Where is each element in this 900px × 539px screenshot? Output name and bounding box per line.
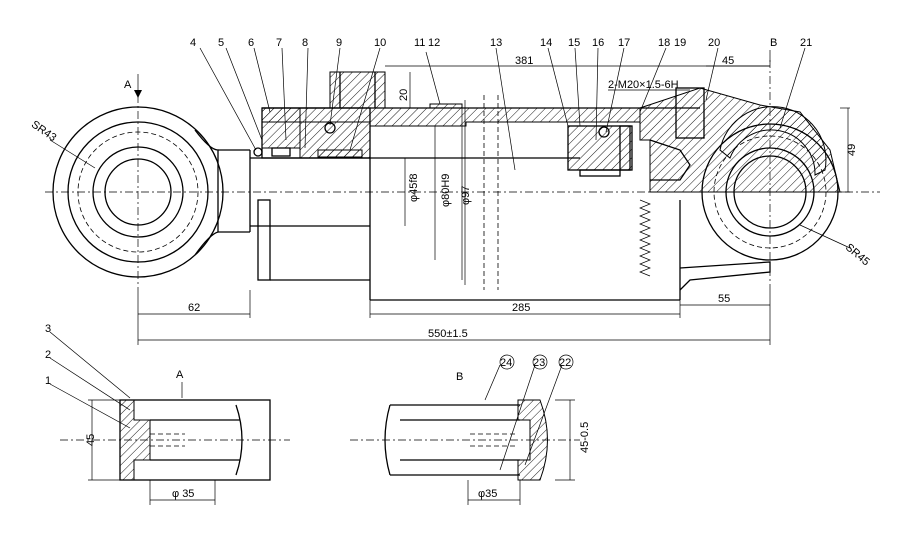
dim-285: 285 [512, 302, 530, 314]
part-label-17: 17 [618, 37, 630, 49]
part-labels: 4 5 6 7 8 9 10 11 12 13 14 15 16 17 18 1… [190, 37, 812, 49]
part-label-5: 5 [218, 37, 224, 49]
dim-phi97: φ97 [460, 186, 472, 205]
detail-b-mark: B [456, 371, 463, 383]
right-clevis-eye [701, 106, 839, 261]
dim-45-top: 45 [722, 55, 734, 67]
section-mark-b: B [770, 37, 777, 49]
detail-part-22: 22 [559, 357, 571, 369]
part-label-18: 18 [658, 37, 670, 49]
detail-part-24: 24 [500, 357, 512, 369]
diameter-callouts: φ45f8 φ80H9 φ97 [404, 108, 472, 280]
thread-callout: 2-M20×1.5-6H [608, 79, 679, 91]
detail-b-dim-phi35: φ35 [478, 488, 497, 500]
part-label-19: 19 [674, 37, 686, 49]
part-label-13: 13 [490, 37, 502, 49]
detail-part-1: 1 [45, 375, 51, 387]
dim-55: 55 [718, 293, 730, 305]
detail-part-2: 2 [45, 349, 51, 361]
part-label-9: 9 [336, 37, 342, 49]
part-label-6: 6 [248, 37, 254, 49]
detail-a: 45 φ 35 A 3 2 1 [45, 323, 290, 505]
detail-b: 45-0.5 φ35 B 24 23 22 [350, 354, 591, 505]
dim-550: 550±1.5 [428, 328, 468, 340]
part-label-16: 16 [592, 37, 604, 49]
dim-sr45: SR45 [843, 241, 872, 268]
part-label-20: 20 [708, 37, 720, 49]
detail-a-dim-phi35: φ 35 [172, 488, 194, 500]
detail-part-3: 3 [45, 323, 51, 335]
part-label-15: 15 [568, 37, 580, 49]
piston-rod [249, 150, 580, 281]
dim-49: 49 [846, 144, 858, 156]
gland-head [253, 71, 463, 159]
detail-b-dim-45: 45-0.5 [579, 422, 591, 453]
top-dimensions: 381 45 2-M20×1.5-6H 20 49 [385, 55, 858, 193]
leader-lines [199, 47, 806, 171]
detail-part-23: 23 [533, 357, 545, 369]
dim-phi80h9: φ80H9 [440, 174, 452, 207]
section-mark-a: A [124, 79, 132, 91]
dim-62: 62 [188, 302, 200, 314]
part-label-12: 12 [428, 37, 440, 49]
dim-phi45f8: φ45f8 [408, 173, 420, 202]
part-label-8: 8 [302, 37, 308, 49]
dim-20: 20 [398, 89, 410, 101]
part-label-11: 11 [414, 37, 425, 49]
part-label-14: 14 [540, 37, 552, 49]
detail-a-dim-45: 45 [85, 434, 97, 446]
part-label-10: 10 [374, 37, 386, 49]
piston [567, 125, 633, 177]
dim-381: 381 [515, 55, 533, 67]
part-label-4: 4 [190, 37, 196, 49]
dim-sr43: SR43 [29, 119, 58, 145]
bottom-dimensions: 62 285 55 550±1.5 [137, 290, 771, 345]
detail-a-mark: A [176, 369, 184, 381]
part-label-7: 7 [276, 37, 282, 49]
part-label-21: 21 [800, 37, 812, 49]
